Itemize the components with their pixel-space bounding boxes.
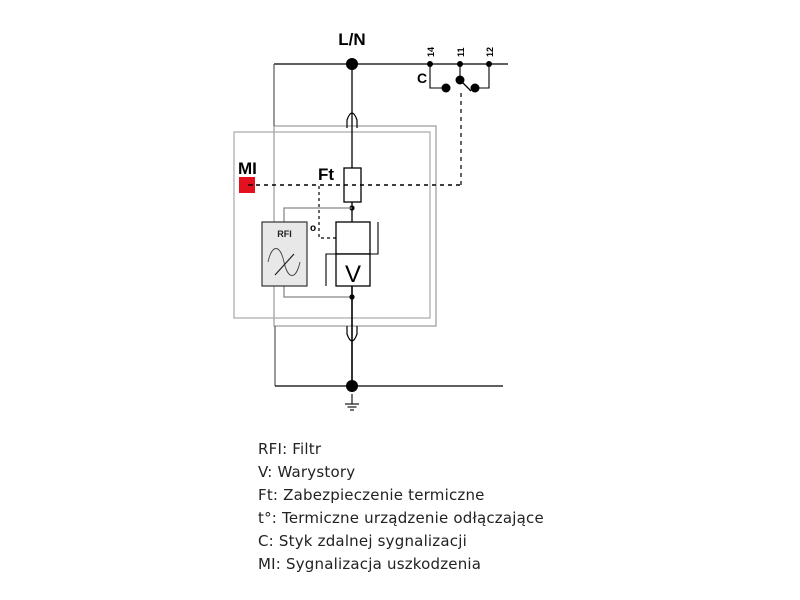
thermal-link-dashed bbox=[318, 185, 336, 239]
legend-item-thermal-disconnector: t°: Termiczne urządzenie odłączające bbox=[258, 509, 544, 527]
bottom-connector-icon bbox=[346, 326, 358, 342]
contact-14-node bbox=[441, 83, 451, 93]
junction-lower bbox=[349, 294, 355, 300]
legend: RFI: Filtr V: Warystory Ft: Zabezpieczen… bbox=[258, 438, 544, 576]
legend-item-thermal-fuse: Ft: Zabezpieczenie termiczne bbox=[258, 486, 485, 504]
module-housing-inner bbox=[233, 131, 431, 319]
thermal-fuse-label: Ft bbox=[318, 165, 334, 184]
varistor-characteristic-line bbox=[325, 222, 379, 286]
fault-indicator bbox=[239, 177, 255, 193]
legend-item-remote-contact: C: Styk zdalnej sygnalizacji bbox=[258, 532, 467, 550]
varistor-label: V bbox=[345, 261, 361, 288]
legend-item-varistor: V: Warystory bbox=[258, 463, 356, 481]
varistor-upper bbox=[335, 221, 371, 255]
filter-slash-icon bbox=[274, 253, 295, 276]
terminal-12-label: 12 bbox=[485, 47, 495, 57]
terminal-14-label: 14 bbox=[426, 47, 436, 57]
contact-12-node bbox=[470, 83, 480, 93]
rfi-label: RFI bbox=[277, 229, 292, 239]
rfi-upper-wire bbox=[283, 207, 352, 222]
pe-node bbox=[346, 380, 358, 392]
legend-item-rfi: RFI: Filtr bbox=[258, 440, 322, 458]
top-connector-icon bbox=[346, 112, 358, 128]
fault-indicator-label: MI bbox=[238, 159, 257, 178]
varistor bbox=[335, 253, 371, 287]
thermal-disconnector-symbol: o bbox=[310, 223, 316, 234]
line-label: L/N bbox=[338, 30, 365, 49]
legend-item-fault-indicator: MI: Sygnalizacja uszkodzenia bbox=[258, 555, 482, 573]
rfi-lower-wire bbox=[283, 286, 352, 298]
rfi-filter bbox=[261, 221, 308, 287]
ground-icon bbox=[345, 394, 359, 411]
sine-wave-icon bbox=[267, 248, 301, 276]
contact-label: C bbox=[417, 70, 427, 86]
terminal-11-label: 11 bbox=[456, 47, 466, 57]
remote-contact bbox=[427, 61, 492, 93]
